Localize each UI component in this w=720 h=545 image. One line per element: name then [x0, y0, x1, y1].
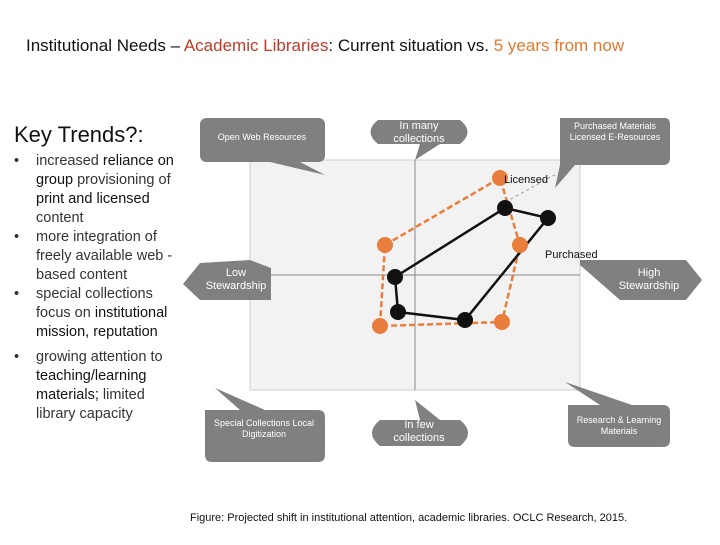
callout-special-collections	[205, 388, 325, 462]
callout-in-many-text: In many collections	[393, 120, 445, 145]
callout-high-stewardship-text: High Stewardship	[618, 267, 680, 292]
title-academic-libraries: Academic Libraries	[183, 36, 329, 55]
current-point-special	[390, 304, 406, 320]
future-point-purchased	[512, 237, 528, 253]
callout-low-stewardship-text: Low Stewardship	[205, 267, 267, 292]
title-middle: : Current situation vs.	[328, 36, 494, 55]
title-five-years: 5 years from now	[493, 36, 625, 55]
callout-purchased-licensed	[555, 118, 670, 188]
callout-research-learning-text: Research & Learning Materials	[576, 415, 662, 436]
future-point-special	[372, 318, 388, 334]
current-point-licensed	[497, 200, 513, 216]
callout-low-stewardship	[183, 260, 271, 300]
callout-purchased-licensed-text: Purchased Materials Licensed E-Resources	[569, 121, 661, 142]
future-point-research	[494, 314, 510, 330]
page-title: Institutional Needs – Academic Libraries…	[26, 36, 706, 56]
future-point-licensed	[492, 170, 508, 186]
callout-in-many	[370, 120, 468, 160]
callout-special-collections-text: Special Collections Local Digitization	[213, 418, 315, 439]
current-point-open-web	[387, 269, 403, 285]
current-point-research	[457, 312, 473, 328]
future-series-line	[378, 176, 522, 328]
key-trends-heading: Key Trends?:	[14, 122, 144, 147]
purchased-label: Purchased	[545, 249, 598, 261]
licensed-label: Licensed	[504, 174, 549, 186]
trend-item: •growing attention to teaching/learning …	[14, 349, 163, 422]
future-point-open-web	[377, 237, 393, 253]
current-point-purchased	[540, 210, 556, 226]
callout-open-web-text: Open Web Resources	[217, 132, 307, 142]
key-trends-list: •increased reliance on group provisionin…	[14, 152, 184, 424]
trend-item: •special collections focus on institutio…	[14, 286, 168, 340]
figure-caption: Figure: Projected shift in institutional…	[190, 512, 628, 524]
callout-open-web	[200, 118, 325, 175]
callout-high-stewardship	[580, 260, 702, 300]
callout-research-learning	[565, 382, 670, 447]
trend-item: •increased reliance on group provisionin…	[14, 153, 174, 226]
title-prefix: Institutional Needs –	[26, 36, 184, 55]
callout-in-few-text: In few collections	[393, 419, 445, 444]
dashed-guide	[499, 149, 601, 206]
trend-item: •more integration of freely available we…	[14, 229, 173, 283]
callout-in-few	[372, 400, 468, 446]
